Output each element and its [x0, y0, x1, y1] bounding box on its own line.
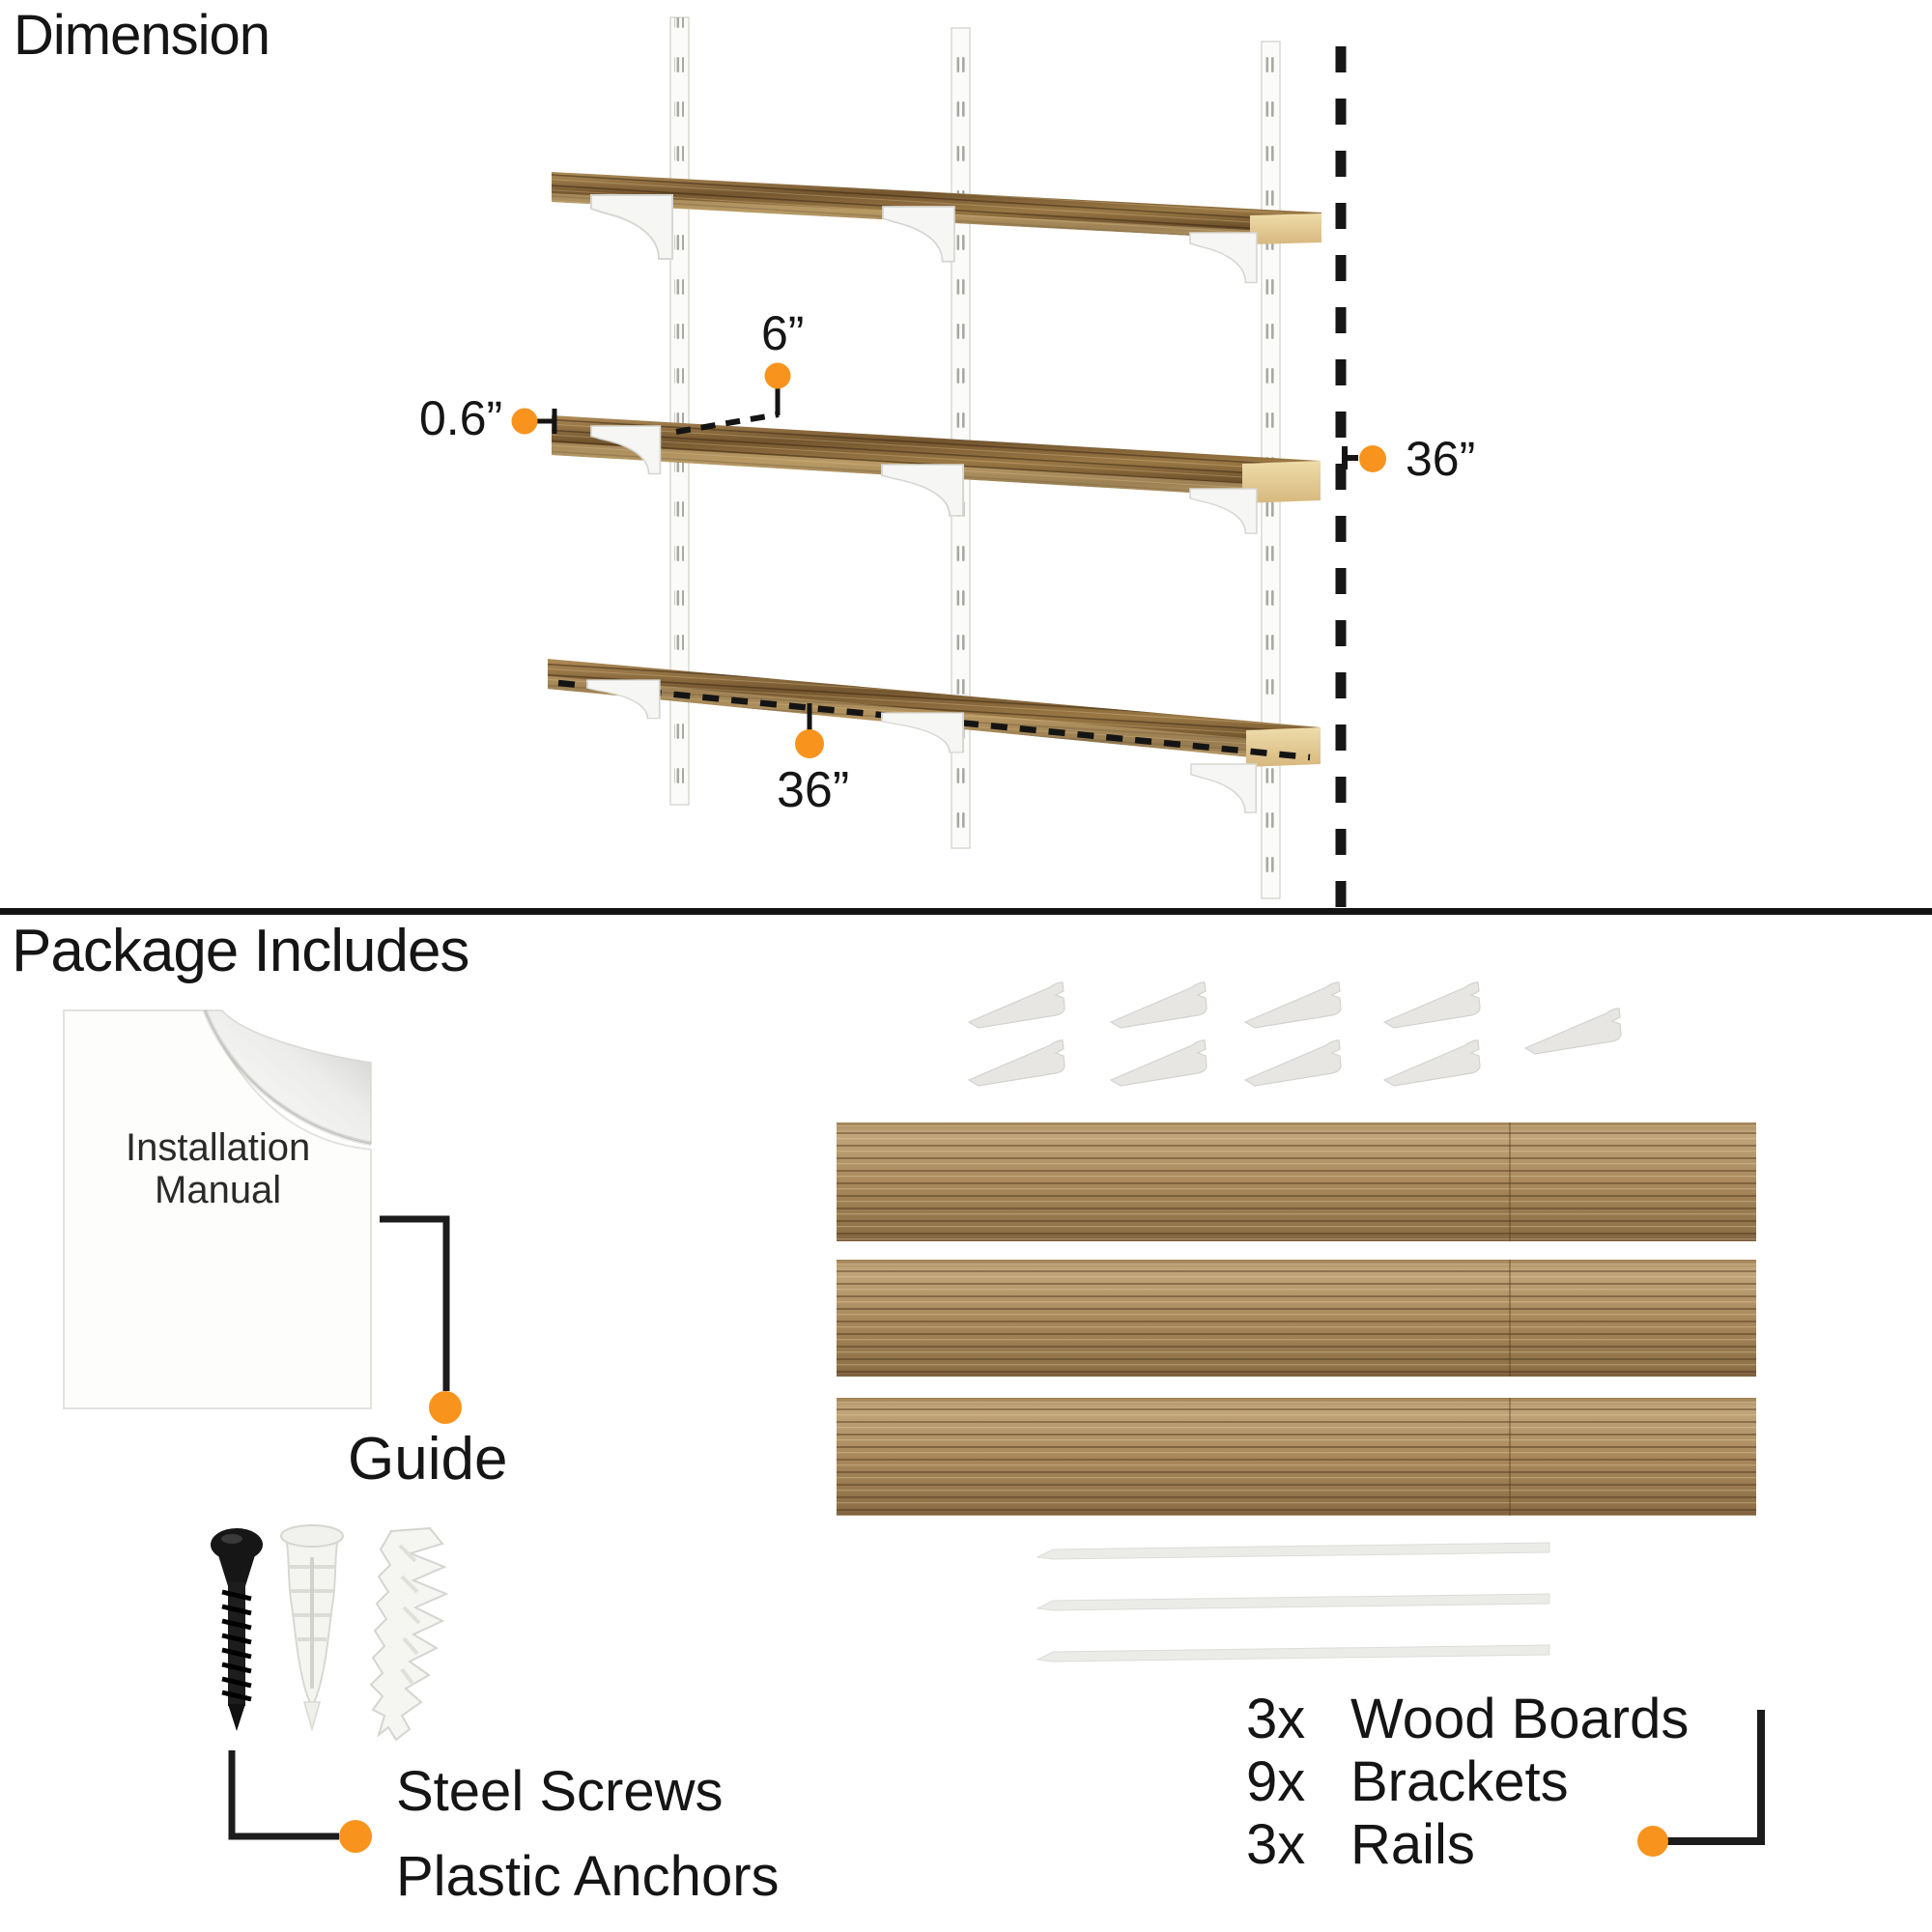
item-name: Brackets [1350, 1750, 1569, 1813]
height-dot [1359, 445, 1386, 472]
item-brackets: 9x Brackets [1246, 1749, 1569, 1814]
item-name: Wood Boards [1350, 1688, 1690, 1750]
width-label: 36” [777, 762, 850, 818]
steel-screws-label: Steel Screws [396, 1760, 724, 1823]
rail-icon [1036, 1593, 1550, 1611]
width-pointer [795, 703, 824, 758]
manual-line-1: Installation [126, 1126, 311, 1169]
shelf-bracket [881, 464, 964, 517]
item-count: 9x [1246, 1750, 1306, 1813]
rail-icon [1036, 1542, 1550, 1560]
shelf-bracket [881, 712, 964, 753]
hardware-pointer [228, 1750, 372, 1853]
guide-pointer [380, 1215, 462, 1424]
depth-pointer [675, 362, 791, 435]
guide-dot [429, 1391, 462, 1424]
package-wood-boards [837, 1122, 1756, 1516]
package-rails [1036, 1542, 1550, 1662]
shelf-bracket [1189, 488, 1258, 535]
shelf-bracket [590, 194, 673, 260]
shelf-unit-illustration [511, 16, 1386, 912]
wall-rail-left [669, 16, 690, 806]
rail-icon [1036, 1644, 1550, 1662]
item-count: 3x [1246, 1688, 1306, 1750]
manual-line-2: Manual [155, 1169, 282, 1211]
items-dot [1637, 1826, 1668, 1857]
plastic-anchors-label: Plastic Anchors [396, 1845, 780, 1908]
height-pointer [1342, 445, 1386, 472]
plastic-anchor-spiral-icon [369, 1526, 449, 1742]
item-wood-boards: 3x Wood Boards [1246, 1687, 1689, 1751]
thickness-label: 0.6” [419, 391, 503, 445]
wall-rail-center [951, 27, 971, 849]
shelf-bracket [1189, 232, 1258, 284]
package-illustrations [63, 981, 1765, 1857]
shelf-board-middle [552, 415, 1321, 503]
shelf-bracket [586, 679, 661, 720]
dimension-title: Dimension [14, 4, 270, 67]
section-divider [0, 908, 1932, 915]
item-rails: 3x Rails [1246, 1812, 1475, 1877]
installation-manual-icon [63, 1009, 372, 1409]
depth-label: 6” [761, 306, 805, 360]
steel-screw-icon [211, 1528, 263, 1731]
shelf-bracket [1190, 763, 1257, 813]
wood-board-icon [837, 1398, 1756, 1516]
height-label: 36” [1406, 432, 1476, 486]
items-pointer [1637, 1710, 1765, 1857]
wood-board-icon [837, 1122, 1756, 1241]
wood-board-icon [837, 1260, 1756, 1377]
plastic-anchor-icon [280, 1524, 344, 1732]
thickness-dot [511, 408, 538, 435]
item-name: Rails [1350, 1813, 1475, 1876]
item-count: 3x [1246, 1813, 1306, 1876]
depth-dot [764, 362, 791, 389]
shelf-bracket [882, 206, 955, 263]
package-title: Package Includes [12, 918, 469, 984]
package-brackets [968, 981, 1622, 1087]
width-dot [795, 729, 824, 758]
hardware-dot [339, 1820, 372, 1853]
thickness-pointer [511, 408, 557, 435]
guide-label: Guide [348, 1426, 508, 1492]
